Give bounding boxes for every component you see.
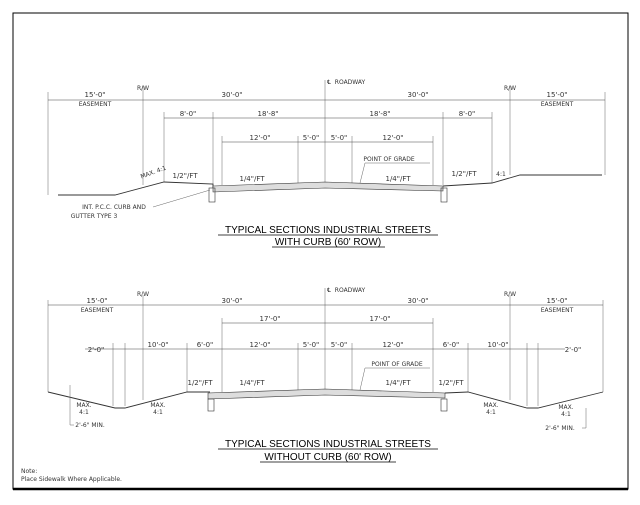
curb-note: INT. P.C.C. CURB AND [82,204,146,211]
half-row-dim-left: 30'-0" [221,297,242,305]
ground-left [58,181,214,196]
dim: 8'-0" [459,110,476,118]
dim: 2'-0" [565,346,582,354]
rw-label-right: R/W [504,85,516,92]
section-with-curb: ROADWAY ℄ R/W R/W 15'-0" EASEMENT 15'-0"… [47,79,606,248]
dim: 5'-0" [331,341,348,349]
pavement [212,181,444,193]
note-text: Place Sidewalk Where Applicable. [21,476,122,483]
slope-label: 4:1 [486,409,496,416]
dim: 12'-0" [382,134,403,142]
dim: 17'-0" [369,315,390,323]
dim: 12'-0" [249,341,270,349]
slope-label: 4:1 [79,409,89,416]
walk-slope-left: 1/2"/FT [187,379,213,387]
ditch-depth-leader [69,385,74,426]
half-row-dim-right: 30'-0" [407,297,428,305]
section-subtitle: WITHOUT CURB (60' ROW) [264,452,391,463]
centerline-label: ROADWAY [335,79,366,86]
dim: 12'-0" [382,341,403,349]
slope-label: MAX. [483,402,498,409]
slope-label: MAX. [150,402,165,409]
dim: 12'-0" [249,134,270,142]
ground-left [47,391,210,409]
ditch-depth-left: 2'-6" MIN. [75,422,105,429]
slope-label: MAX. 4:1 [140,165,168,181]
easement-label-right: EASEMENT [541,101,574,108]
section-without-curb: ℄ ROADWAY R/W R/W 15'-0" EASEMENT 15'-0"… [47,287,604,463]
pavement-slope-left: 1/4"/FT [239,379,265,387]
dim: 5'-0" [303,341,320,349]
dim: 18'-8" [369,110,390,118]
point-of-grade-leader [359,162,430,184]
walk-slope-left: 1/2"/FT [172,172,198,180]
easement-dim-left: 15'-0" [86,297,107,305]
rw-label-left: R/W [137,291,149,298]
section-title: TYPICAL SECTIONS INDUSTRIAL STREETS [225,225,431,236]
note-label: Note: [21,468,37,475]
curb-left [208,187,216,203]
point-of-grade-leader [359,367,430,391]
ground-right [444,391,604,409]
slope-label-right: 4:1 [496,171,506,178]
easement-label-right: EASEMENT [541,307,574,314]
point-of-grade-label: POINT OF GRADE [363,156,415,163]
easement-label-left: EASEMENT [79,101,112,108]
walk-slope-right: 1/2"/FT [438,379,464,387]
section-title: TYPICAL SECTIONS INDUSTRIAL STREETS [225,439,431,450]
easement-dim-right: 15'-0" [546,297,567,305]
ground-right [442,174,602,187]
slope-label: MAX. [76,402,91,409]
centerline-symbol: ℄ [327,79,331,86]
pavement-slope-left: 1/4"/FT [239,175,265,183]
dim: 2'-0" [88,346,105,354]
pavement [207,388,446,400]
point-of-grade-label: POINT OF GRADE [371,361,423,368]
ditch-depth-right: 2'-6" MIN. [545,425,575,432]
curb-note-leader [152,189,211,208]
dim: 17'-0" [259,315,280,323]
dim: 8'-0" [180,110,197,118]
dim: 5'-0" [303,134,320,142]
dim: 6'-0" [197,341,214,349]
dim: 5'-0" [331,134,348,142]
centerline-label: ROADWAY [335,287,366,294]
section-subtitle: WITH CURB (60' ROW) [275,237,381,248]
curb-note: GUTTER TYPE 3 [71,213,118,220]
slope-label: 4:1 [153,409,163,416]
ditch-depth-leader [582,408,587,429]
slope-label: 4:1 [561,411,571,418]
dim: 6'-0" [443,341,460,349]
dim: 18'-8" [257,110,278,118]
curb-right [440,187,448,203]
pavement-slope-right: 1/4"/FT [385,379,411,387]
drawing-frame [12,12,629,490]
rw-label-left: R/W [137,85,149,92]
slope-label: MAX. [558,404,573,411]
easement-dim-right: 15'-0" [546,91,567,99]
pavement-slope-right: 1/4"/FT [385,175,411,183]
dim: 10'-0" [487,341,508,349]
easement-label-left: EASEMENT [81,307,114,314]
half-row-dim-left: 30'-0" [221,91,242,99]
dim: 10'-0" [147,341,168,349]
rw-label-right: R/W [504,291,516,298]
centerline-symbol: ℄ [327,287,331,294]
walk-slope-right: 1/2"/FT [451,170,477,178]
easement-dim-left: 15'-0" [84,91,105,99]
half-row-dim-right: 30'-0" [407,91,428,99]
